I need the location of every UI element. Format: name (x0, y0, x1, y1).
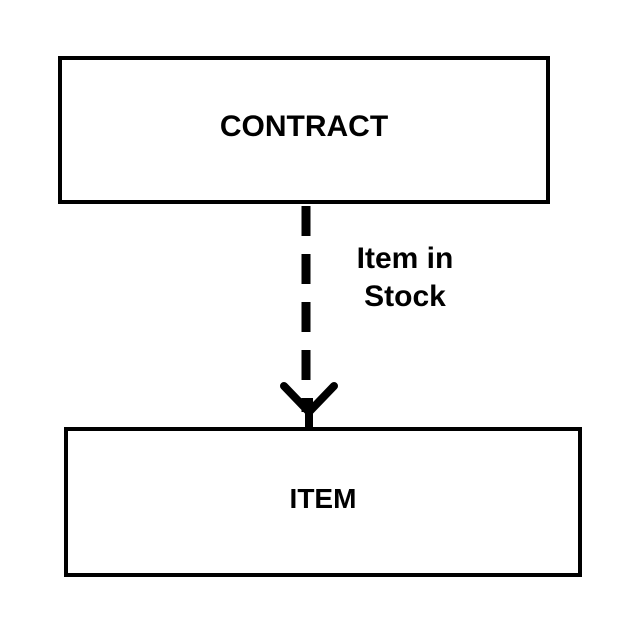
entity-item-box: ITEM (64, 427, 582, 577)
entity-item-label: ITEM (289, 483, 357, 514)
relationship-label: Item in Stock (300, 240, 510, 316)
entity-contract-box: CONTRACT (58, 56, 550, 204)
relationship-label-line1: Item in (356, 242, 454, 275)
entity-contract-label: CONTRACT (219, 110, 389, 143)
relationship-label-line2: Stock (364, 280, 446, 313)
